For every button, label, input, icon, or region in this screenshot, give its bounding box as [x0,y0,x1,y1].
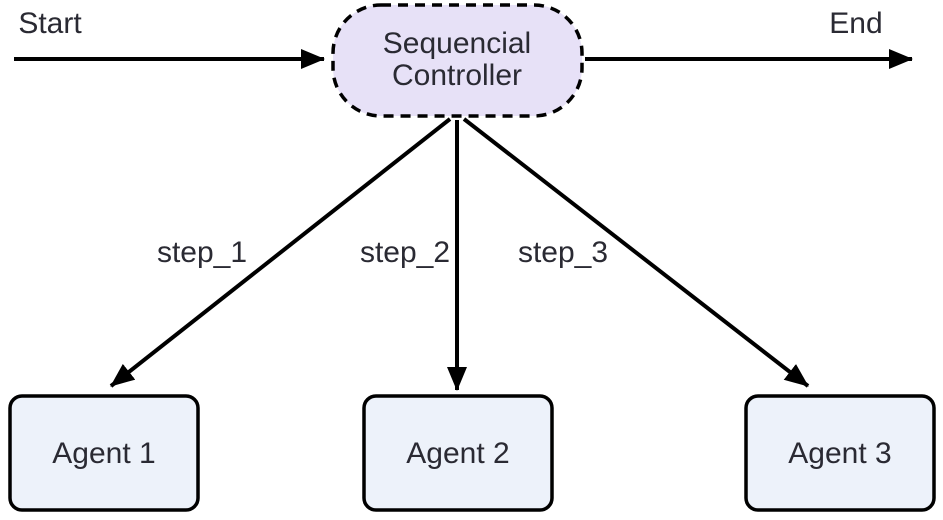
agent-3-node [744,394,936,512]
controller-label-line2: Controller [392,59,522,92]
end-label: End [829,7,882,40]
agent-1-label: Agent 1 [52,437,155,470]
controller-node [331,3,584,118]
agent-2-label: Agent 2 [406,437,509,470]
edge-label-step-1: step_1 [157,236,247,269]
edge-controller-to-agent-3 [462,117,810,388]
agent-2-node [362,394,554,512]
agent-3-label: Agent 3 [788,437,891,470]
edge-label-step-3: step_3 [518,236,608,269]
edge-label-step-2: step_2 [360,236,450,269]
controller-label-line1: Sequencial [383,27,531,60]
start-label: Start [18,7,82,40]
edge-controller-to-agent-1 [109,117,452,388]
agent-1-node [8,394,200,512]
